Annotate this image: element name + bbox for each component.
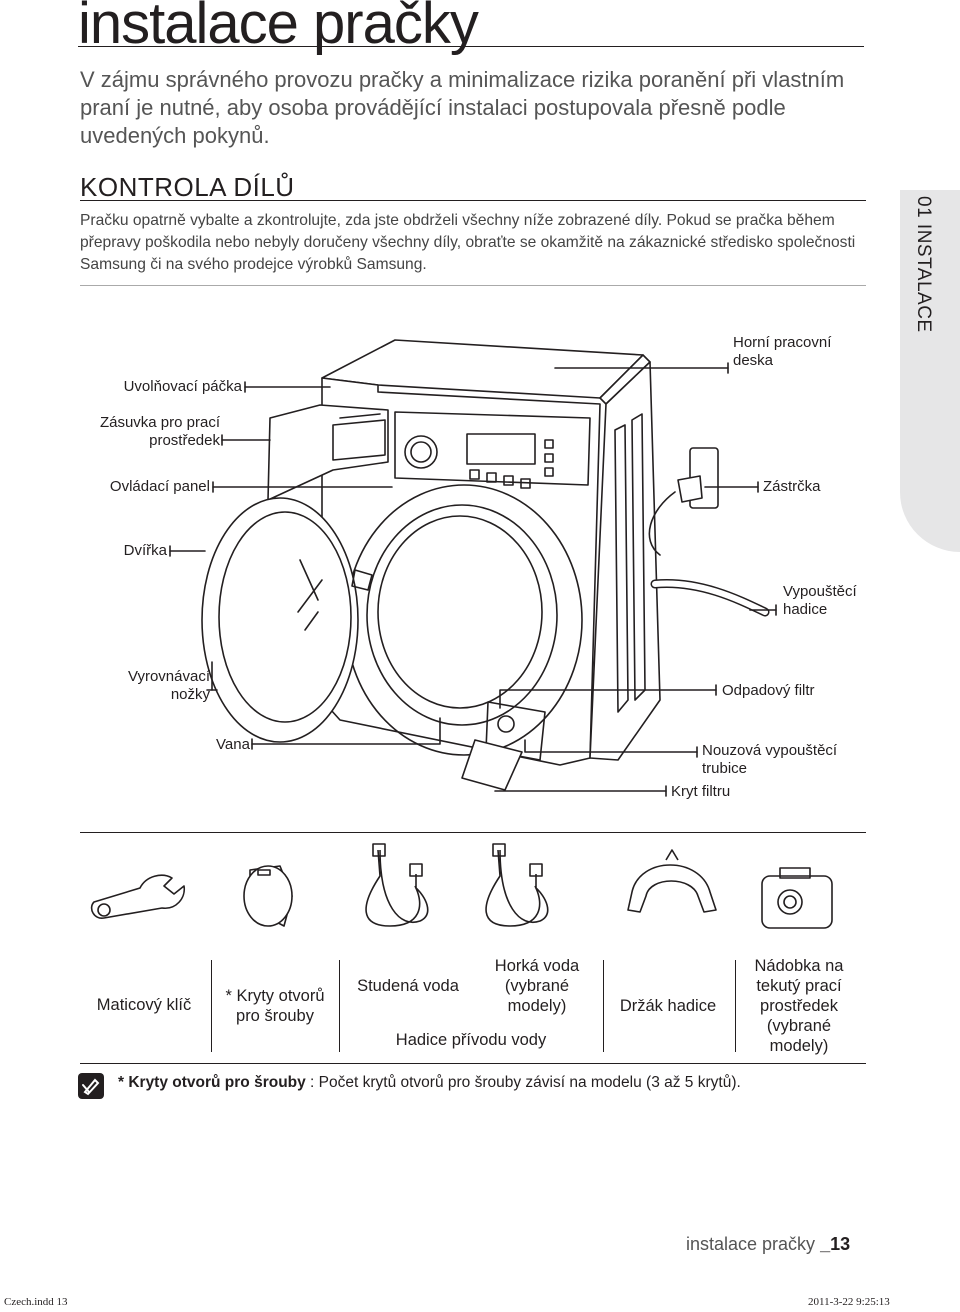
label-leveling-feet: Vyrovnávací nožky: [128, 668, 210, 703]
cold-water-hose-icon: [365, 843, 429, 927]
parts-separator: [603, 960, 604, 1052]
label-worktop: Horní pracovní deska: [733, 334, 832, 369]
part-bolt-caps-label: * Kryty otvorů pro šrouby: [225, 987, 325, 1025]
intro-paragraph: V zájmu správného provozu pračky a minim…: [80, 67, 845, 148]
section-bottom-divider: [80, 285, 866, 286]
label-emergency-drain: Nouzová vypouštěcí trubice: [702, 742, 838, 777]
part-liquid-container-label: Nádobka na tekutý prací prostředek (vybr…: [754, 957, 844, 1055]
page-footer: instalace pračky _13: [686, 1234, 850, 1255]
section-divider: [80, 200, 866, 201]
part-water-hose-label: Hadice přívodu vody: [395, 1031, 547, 1049]
label-drain-hose: Vypouštěcí hadice: [783, 583, 857, 618]
label-door: Dvířka: [123, 542, 167, 559]
spanner-icon: [90, 874, 186, 919]
hot-water-hose-icon: [485, 843, 549, 927]
label-filter-cover: Kryt filtru: [671, 783, 731, 800]
note-bold: * Kryty otvorů pro šrouby: [118, 1074, 306, 1091]
section-heading: KONTROLA DÍLŮ: [80, 172, 295, 202]
parts-separator: [339, 960, 340, 1052]
parts-separator: [211, 960, 212, 1052]
note-text: * Kryty otvorů pro šrouby : Počet krytů …: [118, 1074, 741, 1092]
page-title: instalace pračky: [78, 0, 479, 56]
liquid-container-icon: [761, 867, 833, 929]
note-pencil-icon: [78, 1073, 104, 1099]
parts-separator: [735, 960, 736, 1052]
part-cold-water-label: Studená voda: [357, 977, 459, 995]
part-spanner-label: Maticový klíč: [96, 996, 192, 1014]
label-tub: Vana: [216, 736, 250, 753]
parts-bottom-divider: [80, 1063, 866, 1064]
print-slug-file: Czech.indd 13: [4, 1296, 68, 1308]
print-slug-date: 2011-3-22 9:25:13: [808, 1296, 890, 1308]
note-body: : Počet krytů otvorů pro šrouby závisí n…: [305, 1074, 741, 1091]
page-number: _13: [820, 1234, 851, 1254]
parts-illustrations: [90, 843, 833, 929]
section-paragraph: Pračku opatrně vybalte a zkontrolujte, z…: [80, 212, 856, 273]
chapter-tab-label: 01 INSTALACE: [913, 196, 934, 333]
hose-guide-icon: [627, 849, 717, 913]
parts-top-divider: [80, 832, 866, 833]
part-hot-water-label: Horká voda (vybrané modely): [494, 957, 580, 1015]
label-detergent-drawer: Zásuvka pro prací prostředek: [99, 414, 220, 449]
label-control-panel: Ovládací panel: [109, 478, 210, 495]
label-plug: Zástrčka: [763, 478, 821, 495]
bolt-cap-icon: [243, 865, 293, 927]
footer-label: instalace pračky: [686, 1234, 816, 1254]
label-release-lever: Uvolňovací páčka: [123, 378, 242, 395]
label-debris-filter: Odpadový filtr: [722, 682, 815, 699]
title-divider: [78, 46, 864, 47]
part-hose-guide-label: Držák hadice: [619, 997, 717, 1015]
chapter-tab: 01 INSTALACE: [900, 190, 960, 552]
